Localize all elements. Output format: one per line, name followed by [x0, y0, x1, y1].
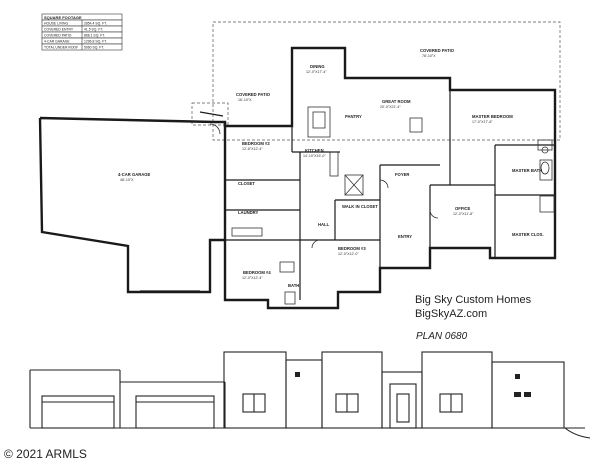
sqft-row-label: COVERED ENTRY: [44, 27, 74, 31]
room-covered-patio-side-dims: 16'-10"X: [238, 98, 252, 102]
room-laundry-name: LAUNDRY: [238, 210, 259, 215]
sqft-row-value: 868.1 SQ. FT.: [84, 33, 105, 37]
builder-website: BigSkyAZ.com: [415, 308, 487, 320]
sqft-row-value: 2854.4 SQ. FT.: [84, 21, 107, 25]
room-bedroom-3-dims: 12'-0"X12'-0": [338, 252, 359, 256]
room-kitchen-name: KITCHEN: [305, 148, 324, 153]
room-labels: COVERED PATIO 78'-10"X COVERED PATIO 16'…: [118, 48, 544, 288]
room-kitchen-dims: 14'-10"X15'-0": [303, 154, 326, 158]
house-outline: [223, 46, 557, 310]
room-bath-name: BATH: [288, 283, 299, 288]
room-bedroom-3-name: BEDROOM #3: [338, 246, 366, 251]
square-footage-table: SQUARE FOOTAGE HOUSE LIVING 2854.4 SQ. FT…: [41, 13, 123, 51]
room-bedroom-4-name: BEDROOM #4: [243, 270, 271, 275]
room-closet-name: CLOSET: [238, 181, 255, 186]
room-bedroom-2-dims: 12'-8"X12'-4": [242, 147, 263, 151]
side-patio-outline: [191, 102, 229, 126]
room-office-dims: 12'-0"X11'-8": [453, 212, 474, 216]
room-covered-patio-main-name: COVERED PATIO: [420, 48, 455, 53]
room-walk-in-closet-name: WALK IN CLOSET: [342, 204, 378, 209]
room-great-room-name: GREAT ROOM: [382, 99, 411, 104]
room-dining-name: DINING: [310, 64, 325, 69]
room-garage-dims: 48'-10"X: [120, 178, 134, 182]
room-master-bedroom-dims: 17'-0"X17'-8": [472, 120, 493, 124]
sqft-table-title: SQUARE FOOTAGE: [44, 15, 82, 20]
room-master-bath-name: MASTER BATH: [512, 168, 542, 173]
room-master-closet-name: MASTER CLOS.: [512, 232, 544, 237]
room-dining-dims: 12'-0"X17'-4": [306, 70, 327, 74]
plan-number: PLAN 0680: [416, 331, 468, 342]
copyright-watermark: © 2021 ARMLS: [4, 447, 87, 461]
room-office-name: OFFICE: [455, 206, 471, 211]
builder-name: Big Sky Custom Homes: [415, 294, 532, 306]
sqft-row-value: 41.5 SQ. FT.: [84, 27, 103, 31]
sqft-row-label: HOUSE LIVING: [44, 21, 68, 25]
room-foyer-name: FOYER: [395, 172, 409, 177]
builder-info: Big Sky Custom Homes BigSkyAZ.com PLAN 0…: [415, 294, 532, 342]
sqft-row-label: TOTAL UNDER ROOF: [44, 45, 78, 49]
room-bedroom-4-dims: 12'-0"X12'-4": [242, 276, 263, 280]
room-covered-patio-side-name: COVERED PATIO: [236, 92, 271, 97]
sqft-row-label: COVERED PATIO: [44, 33, 72, 37]
sqft-row-label: 4-CAR GARAGE: [44, 39, 70, 43]
room-great-room-dims: 20'-0"X21'-4": [380, 105, 401, 109]
sqft-row-value: 5060 SQ. FT.: [84, 45, 104, 49]
room-master-bedroom-name: MASTER BEDROOM: [472, 114, 513, 119]
covered-patio-outline: [212, 21, 561, 141]
front-elevation: [29, 351, 591, 439]
garage: [38, 111, 227, 294]
room-bedroom-2-name: BEDROOM #2: [242, 141, 270, 146]
sqft-row-value: 1296.8 SQ. FT.: [84, 39, 107, 43]
room-pantry-name: PANTRY: [345, 114, 362, 119]
room-entry-name: ENTRY: [398, 234, 412, 239]
room-hall-name: HALL: [318, 222, 330, 227]
room-garage-name: 4-CAR GARAGE: [118, 172, 151, 177]
room-covered-patio-main-dims: 78'-10"X: [422, 54, 436, 58]
fixtures: [209, 106, 555, 305]
